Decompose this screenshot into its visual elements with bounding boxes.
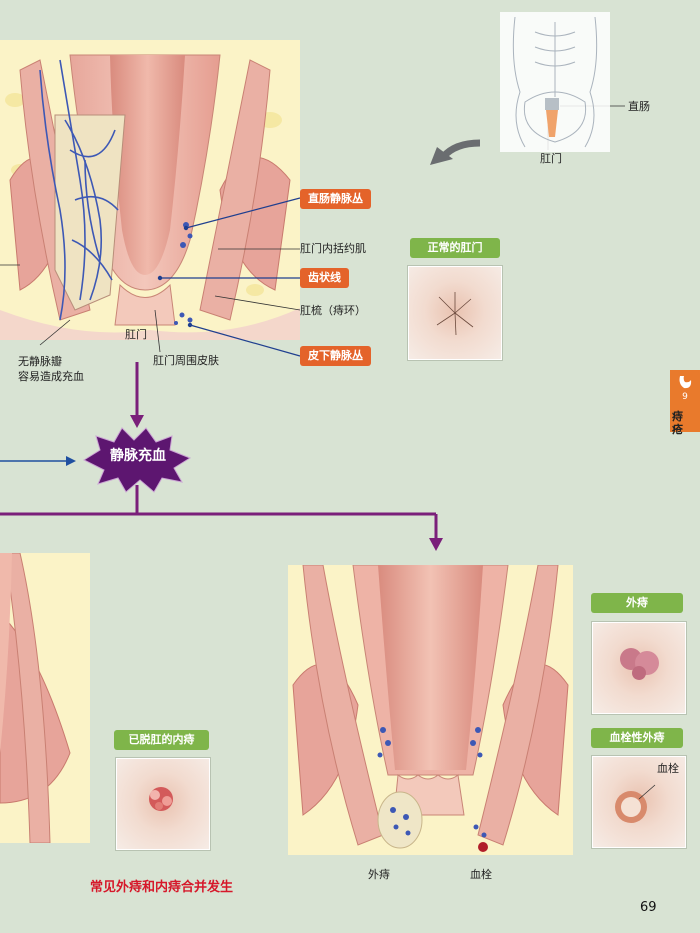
chapter-title-2: 疮 — [672, 423, 683, 436]
callout-dentate-line: 齿状线 — [300, 268, 349, 288]
photo-prolapsed-internal — [116, 758, 210, 850]
page-number: 69 — [640, 900, 657, 915]
anal-canal-cross-section-illustration — [0, 40, 300, 340]
label-pecten: 肛梳（痔环） — [300, 304, 366, 317]
title-thrombosed-external: 血栓性外痔 — [591, 728, 683, 748]
title-prolapsed-internal: 已脱肛的内痔 — [114, 730, 209, 750]
chapter-side-tab: 9 — [670, 370, 700, 432]
photo-normal-anus — [408, 266, 502, 360]
label-thrombus-photo: 血栓 — [657, 762, 679, 775]
label-no-valve-1: 无静脉瓣 — [18, 355, 62, 368]
venous-congestion-burst — [82, 427, 192, 493]
external-hemorrhoid-illustration — [288, 565, 573, 855]
gray-curved-arrow — [430, 139, 481, 165]
label-thrombus-bottom: 血栓 — [470, 868, 492, 881]
pelvis-inset-illustration — [500, 12, 610, 152]
thrombosed-shape — [615, 784, 656, 823]
label-external-hemorrhoid: 外痔 — [368, 868, 390, 881]
callout-rectal-venous-plexus: 直肠静脉丛 — [300, 189, 371, 209]
callout-subcutaneous-venous-plexus: 皮下静脉丛 — [300, 346, 371, 366]
chapter-title-1: 痔 — [672, 410, 683, 423]
label-anus-inset: 肛门 — [540, 152, 562, 165]
photo-thrombosed-external — [592, 756, 686, 848]
title-normal-anus: 正常的肛门 — [410, 238, 500, 258]
label-rectum: 直肠 — [628, 100, 650, 113]
title-external-hemorrhoid: 外痔 — [591, 593, 683, 613]
label-anus-middle: 肛门 — [125, 328, 147, 341]
venous-congestion-label: 静脉充血 — [110, 448, 166, 464]
label-no-valve-2: 容易造成充血 — [18, 370, 84, 383]
external-hemorrhoid-shape — [620, 648, 659, 680]
anus-star-shape — [436, 292, 474, 336]
label-internal-sphincter: 肛门内括约肌 — [300, 242, 366, 255]
chapter-number: 9 — [682, 392, 688, 402]
photo-external-hemorrhoid — [592, 622, 686, 714]
bottom-note: 常见外痔和内痔合并发生 — [90, 880, 234, 895]
internal-hemorrhoid-partial-illustration — [0, 553, 90, 843]
prolapse-shape — [149, 787, 173, 811]
label-perianal-skin: 肛门周围皮肤 — [153, 354, 219, 367]
stomach-icon — [679, 376, 692, 389]
